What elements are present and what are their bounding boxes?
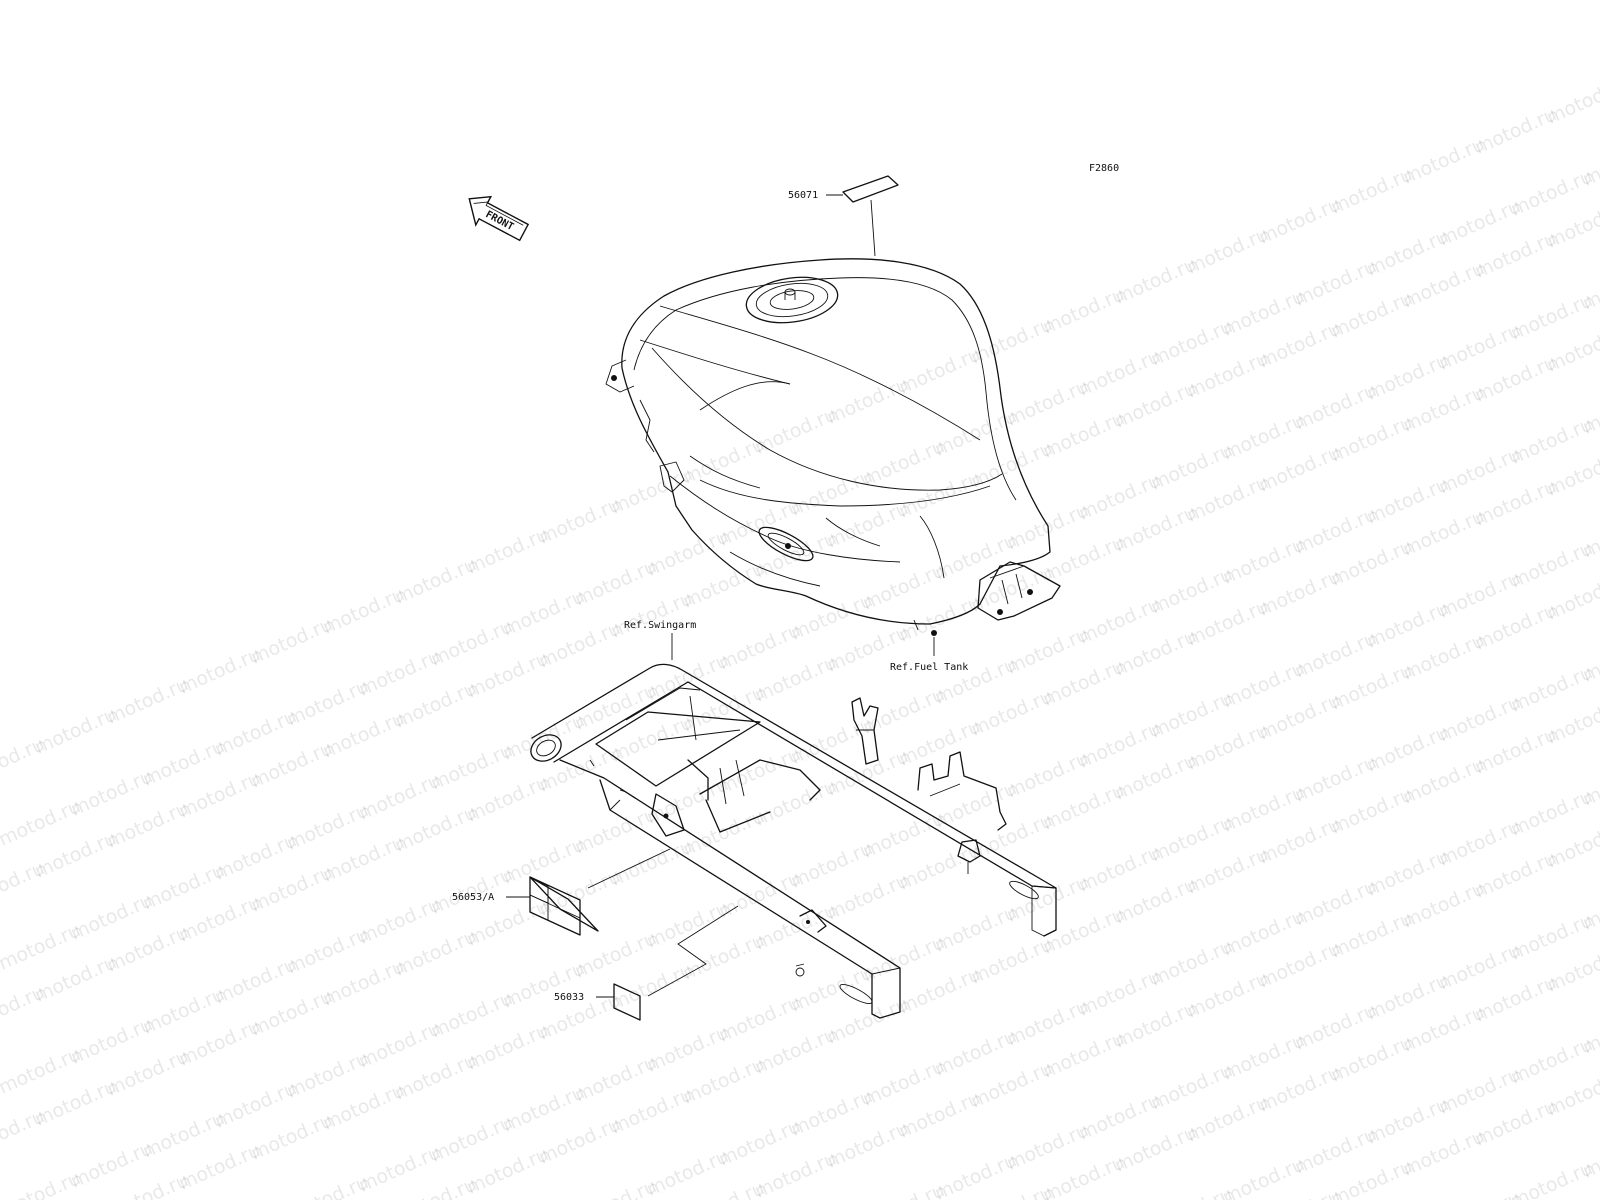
label-56053a: 56053/A [452,848,671,936]
sticker-56071 [842,175,899,203]
swingarm [530,663,1057,1019]
fuel-tank [605,258,1061,636]
label-56071: 56071 [788,175,899,257]
part-number-56071: 56071 [788,190,818,201]
part-number-56033: 56033 [554,992,584,1003]
figure-code: F2860 [1089,163,1119,174]
ref-swingarm-label: Ref.Swingarm [624,620,696,631]
part-number-56053a: 56053/A [452,892,494,903]
label-56033: 56033 [554,905,739,1021]
ref-fuel-tank-label: Ref.Fuel Tank [890,662,968,673]
front-arrow-icon: FRONT [468,195,530,242]
